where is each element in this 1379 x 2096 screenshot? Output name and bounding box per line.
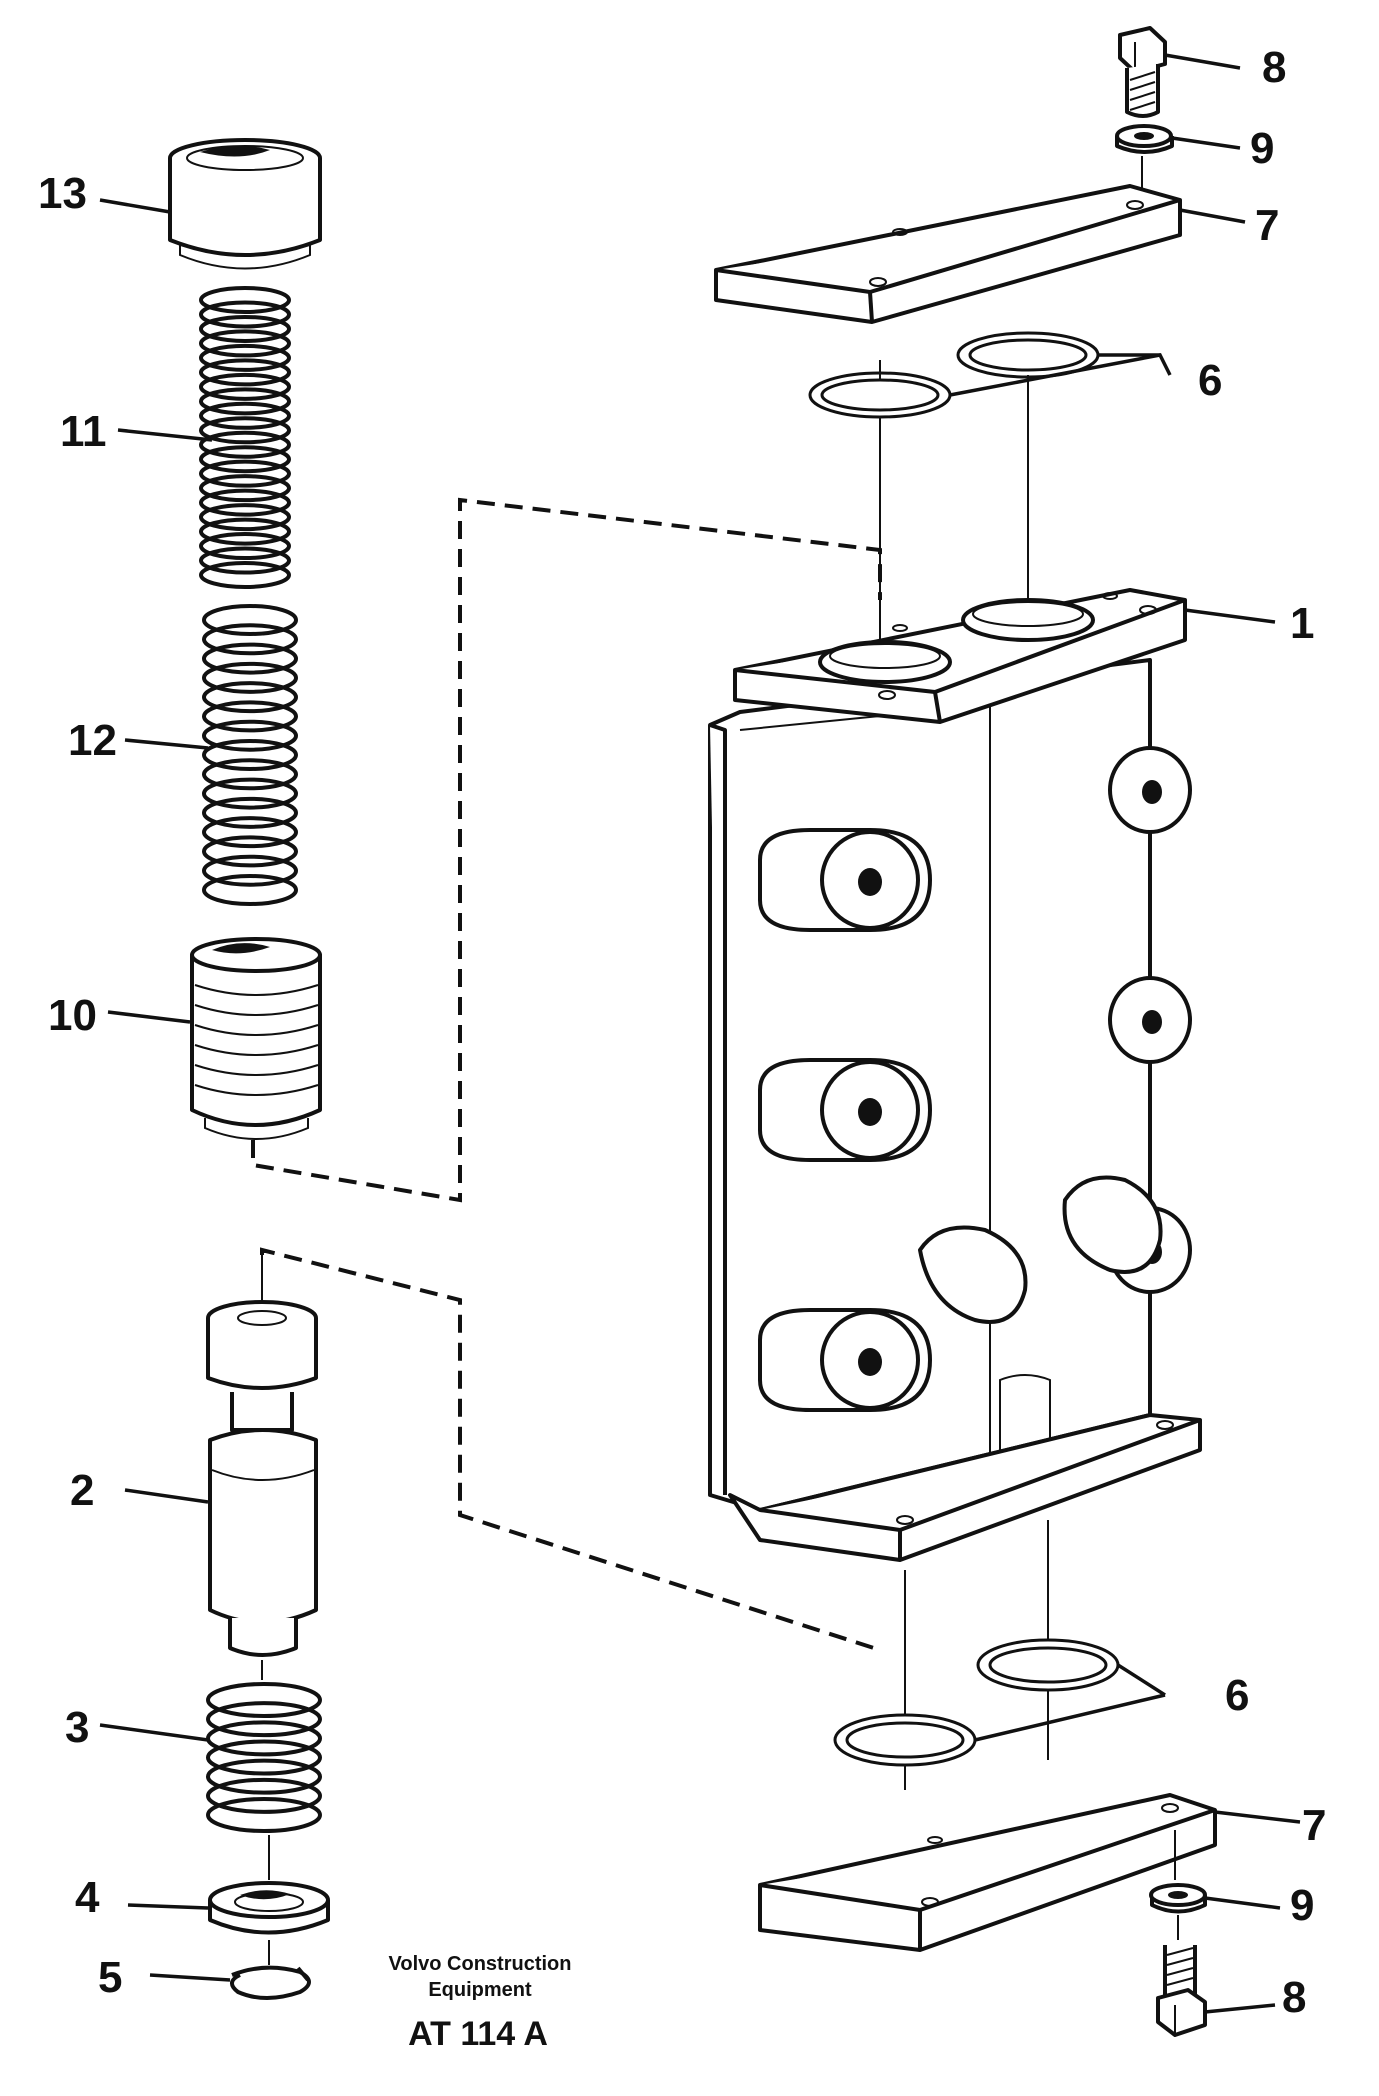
label-9-top: 9: [1250, 124, 1274, 173]
spring-coil: [202, 623, 298, 656]
spring-coil: [199, 286, 291, 314]
label-7-top: 7: [1255, 201, 1279, 250]
spring-coil: [199, 300, 291, 329]
spring-coil: [206, 1797, 322, 1833]
part-7-cover-plate-top: [714, 184, 1182, 324]
label-1: 1: [1290, 599, 1314, 648]
label-7-bottom: 7: [1302, 1801, 1326, 1850]
spring-coil: [202, 661, 298, 694]
label-6-top: 6: [1198, 356, 1222, 405]
part-1-valve-housing: [708, 588, 1202, 1562]
part-2-spool: [206, 1300, 318, 1657]
part-4-spring-seat: [208, 1881, 330, 1935]
spring-coil: [199, 387, 291, 416]
label-8-bottom: 8: [1282, 1973, 1306, 2022]
spring-coil: [202, 835, 298, 868]
spring-coil: [206, 1701, 322, 1738]
label-12: 12: [68, 716, 117, 765]
spring-coil: [199, 517, 291, 546]
label-8-top: 8: [1262, 43, 1286, 92]
brand-line-2: Equipment: [428, 1979, 532, 2001]
part-8-bolt-bottom: [1156, 1945, 1207, 2037]
spring-coil: [206, 1682, 322, 1718]
spring-coil: [199, 416, 291, 445]
label-4: 4: [75, 1873, 100, 1922]
part-13-cap: [168, 138, 322, 270]
spring-coil: [199, 445, 291, 474]
spring-coil: [202, 816, 298, 849]
spring-coil: [199, 314, 291, 343]
part-7-cover-plate-bottom: [758, 1793, 1217, 1952]
part-6-seal-rings-top: [808, 331, 1100, 419]
spring-coil: [202, 681, 298, 714]
part-8-bolt-top: [1118, 26, 1167, 118]
spring-coil: [206, 1739, 322, 1776]
spring-coil: [202, 700, 298, 733]
part-12-spring: [202, 604, 298, 906]
label-6-bottom: 6: [1225, 1671, 1249, 1720]
spring-coil: [206, 1777, 322, 1814]
spring-coil: [202, 874, 298, 906]
dashed-link-lower: [260, 1247, 881, 1652]
part-3-spring: [206, 1682, 322, 1833]
brand-line-1: Volvo Construction: [389, 1953, 572, 1975]
label-10: 10: [48, 991, 97, 1040]
spring-coil: [202, 739, 298, 771]
part-10-sleeve: [190, 937, 322, 1140]
spring-coil: [202, 777, 298, 810]
spring-coil: [202, 854, 298, 887]
label-13: 13: [38, 169, 87, 218]
part-6-seal-rings-bottom: [833, 1638, 1120, 1767]
spring-coil: [206, 1758, 322, 1795]
spring-coil: [199, 358, 291, 387]
label-2: 2: [70, 1466, 94, 1515]
spring-coil: [202, 642, 298, 675]
spring-coil: [199, 488, 291, 517]
drawing-code: AT 114 A: [408, 2015, 548, 2053]
part-11-spring: [199, 286, 291, 589]
spring-coil: [202, 604, 298, 636]
spring-coil: [199, 329, 291, 358]
spring-coil: [199, 503, 291, 532]
spring-coil: [199, 430, 291, 459]
spring-coil: [202, 796, 298, 829]
spring-coil: [199, 561, 291, 589]
part-9-washer-bottom: [1149, 1883, 1207, 1914]
label-11: 11: [60, 407, 107, 456]
spring-coil: [202, 719, 298, 752]
spring-coil: [202, 758, 298, 791]
spring-coil: [199, 546, 291, 575]
part-9-washer-top: [1115, 124, 1174, 154]
spring-coil: [199, 372, 291, 401]
spring-coil: [206, 1720, 322, 1757]
spring-coil: [199, 401, 291, 430]
label-9-bottom: 9: [1290, 1881, 1314, 1930]
label-3: 3: [65, 1703, 89, 1752]
leader-lines: [99, 53, 1301, 2014]
label-5: 5: [98, 1953, 122, 2002]
spring-coil: [199, 532, 291, 561]
part-5-circlip: [230, 1965, 311, 2000]
spring-coil: [199, 343, 291, 372]
spring-coil: [199, 459, 291, 488]
spring-coil: [199, 474, 291, 503]
